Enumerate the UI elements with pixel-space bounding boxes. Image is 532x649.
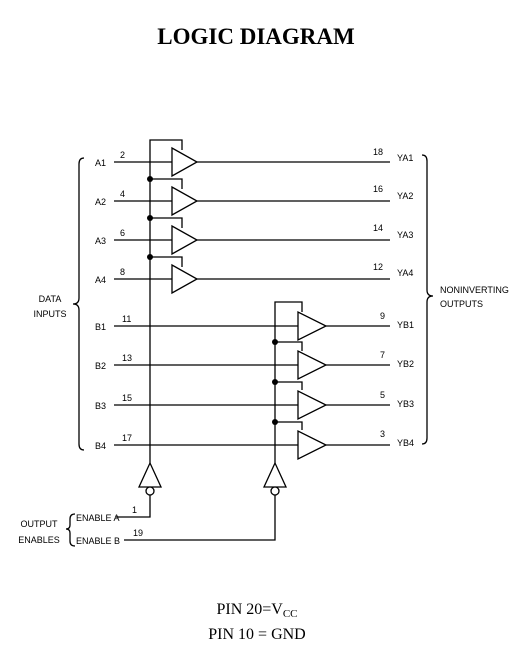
outputs-brace <box>421 154 434 445</box>
input-label-a3: A3 <box>95 236 106 246</box>
input-label-b4: B4 <box>95 441 106 451</box>
vcc-note: PIN 20=VCC <box>216 601 297 620</box>
enable-b-pin: 19 <box>133 528 143 538</box>
enable-a-taps <box>147 176 183 267</box>
diagram-title: LOGIC DIAGRAM <box>157 24 355 49</box>
in-pin-a3: 6 <box>120 228 125 238</box>
buffer-a2 <box>171 185 199 217</box>
enable-b-taps <box>272 339 303 430</box>
buffer-b1 <box>297 310 328 342</box>
out-pin-b2: 7 <box>380 350 385 360</box>
output-enables-brace <box>65 513 76 547</box>
input-label-b1: B1 <box>95 322 106 332</box>
enable-a-wire <box>116 495 151 518</box>
buffer-b2 <box>297 349 328 381</box>
channel-b-lines <box>114 325 390 446</box>
input-label-b3: B3 <box>95 401 106 411</box>
buffer-a4 <box>171 263 199 295</box>
input-label-b2: B2 <box>95 361 106 371</box>
in-pin-a2: 4 <box>120 189 125 199</box>
enable-a-pin: 1 <box>132 505 137 515</box>
in-pin-b1: 11 <box>122 314 131 324</box>
output-label-ya1: YA1 <box>397 153 413 163</box>
channel-a-lines <box>114 161 390 280</box>
enable-b-label: ENABLE B <box>76 536 120 546</box>
data-inputs-label-1: DATA <box>39 294 62 304</box>
buffer-a1 <box>171 146 199 178</box>
in-pin-b4: 17 <box>122 433 132 443</box>
gnd-note: PIN 10 = GND <box>208 626 305 643</box>
output-label-ya3: YA3 <box>397 230 413 240</box>
input-label-a4: A4 <box>95 275 106 285</box>
output-label-ya2: YA2 <box>397 191 413 201</box>
outputs-label-1: NONINVERTING <box>440 285 509 295</box>
buffer-b3 <box>297 389 328 421</box>
output-enables-label-2: ENABLES <box>18 535 60 545</box>
inverter-enable-a-bubble <box>145 486 155 496</box>
buffer-a3 <box>171 224 199 256</box>
out-pin-a1: 18 <box>373 147 383 157</box>
out-pin-b1: 9 <box>380 311 385 321</box>
inverter-enable-b-bubble <box>270 486 280 496</box>
out-pin-a2: 16 <box>373 184 383 194</box>
output-label-ya4: YA4 <box>397 268 413 278</box>
input-label-a2: A2 <box>95 197 106 207</box>
in-pin-a4: 8 <box>120 267 125 277</box>
output-enables-label-1: OUTPUT <box>21 519 59 529</box>
input-label-a1: A1 <box>95 158 106 168</box>
output-label-yb1: YB1 <box>397 320 414 330</box>
enable-a-rail <box>149 139 183 463</box>
inverter-enable-b <box>262 461 288 488</box>
in-pin-b3: 15 <box>122 393 132 403</box>
output-label-yb2: YB2 <box>397 359 414 369</box>
buffer-b4 <box>297 429 328 461</box>
out-pin-b4: 3 <box>380 429 385 439</box>
output-label-yb4: YB4 <box>397 438 414 448</box>
out-pin-a4: 12 <box>373 262 383 272</box>
data-inputs-label-2: INPUTS <box>33 309 66 319</box>
enable-b-wire <box>124 495 276 541</box>
outputs-label-2: OUTPUTS <box>440 299 483 309</box>
output-label-yb3: YB3 <box>397 399 414 409</box>
data-inputs-brace <box>72 157 85 451</box>
out-pin-b3: 5 <box>380 390 385 400</box>
in-pin-a1: 2 <box>120 150 125 160</box>
in-pin-b2: 13 <box>122 353 132 363</box>
inverter-enable-a <box>137 461 163 488</box>
enable-a-label: ENABLE A <box>76 513 120 523</box>
out-pin-a3: 14 <box>373 223 383 233</box>
